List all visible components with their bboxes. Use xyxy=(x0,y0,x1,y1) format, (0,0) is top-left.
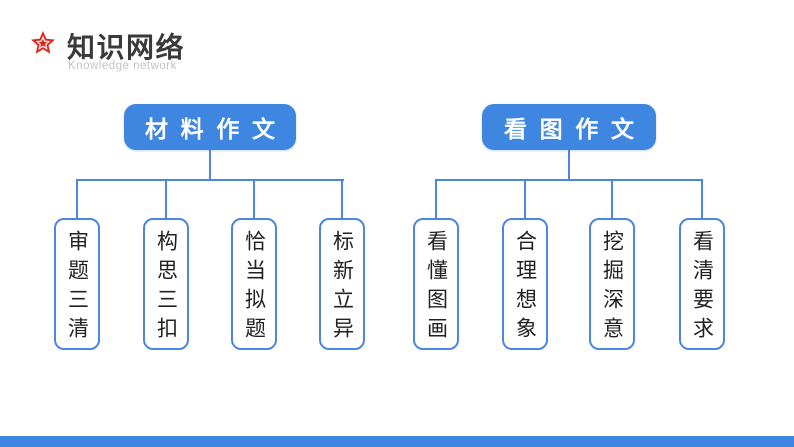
child-node-label: 恰当拟题 xyxy=(242,230,266,346)
page-subtitle: Knowledge network xyxy=(68,60,177,72)
connector-drop xyxy=(524,179,526,218)
connector-drop xyxy=(76,179,78,218)
connector-crossbar xyxy=(435,179,703,181)
child-node: 挖掘深意 xyxy=(589,218,635,350)
child-node-label: 构思三扣 xyxy=(154,230,178,346)
connector-drop xyxy=(701,179,703,218)
child-node-label: 看清要求 xyxy=(690,230,714,346)
child-node: 审题三清 xyxy=(54,218,100,350)
root-node-label: 材料作文 xyxy=(145,116,288,142)
child-node: 看清要求 xyxy=(679,218,725,350)
connector-crossbar xyxy=(76,179,344,181)
root-node-label: 看图作文 xyxy=(504,116,647,142)
child-node: 看懂图画 xyxy=(413,218,459,350)
child-node: 标新立异 xyxy=(319,218,365,350)
child-node: 恰当拟题 xyxy=(231,218,277,350)
connector-drop xyxy=(611,179,613,218)
child-node-label: 标新立异 xyxy=(330,230,354,346)
root-node: 材料作文 xyxy=(124,104,296,150)
connector-drop xyxy=(341,179,343,218)
connector-root-stem xyxy=(209,150,211,179)
child-node-label: 合理想象 xyxy=(513,230,537,346)
connector-drop xyxy=(165,179,167,218)
child-node: 合理想象 xyxy=(502,218,548,350)
connector-drop xyxy=(253,179,255,218)
root-node: 看图作文 xyxy=(482,104,656,150)
connector-root-stem xyxy=(568,150,570,179)
child-node-label: 审题三清 xyxy=(65,230,89,346)
child-node-label: 看懂图画 xyxy=(424,230,448,346)
child-node: 构思三扣 xyxy=(143,218,189,350)
star-icon xyxy=(31,30,55,54)
connector-drop xyxy=(435,179,437,218)
bottom-accent-bar xyxy=(0,436,794,447)
child-node-label: 挖掘深意 xyxy=(600,230,624,346)
page-title: 知识网络 xyxy=(67,32,186,63)
